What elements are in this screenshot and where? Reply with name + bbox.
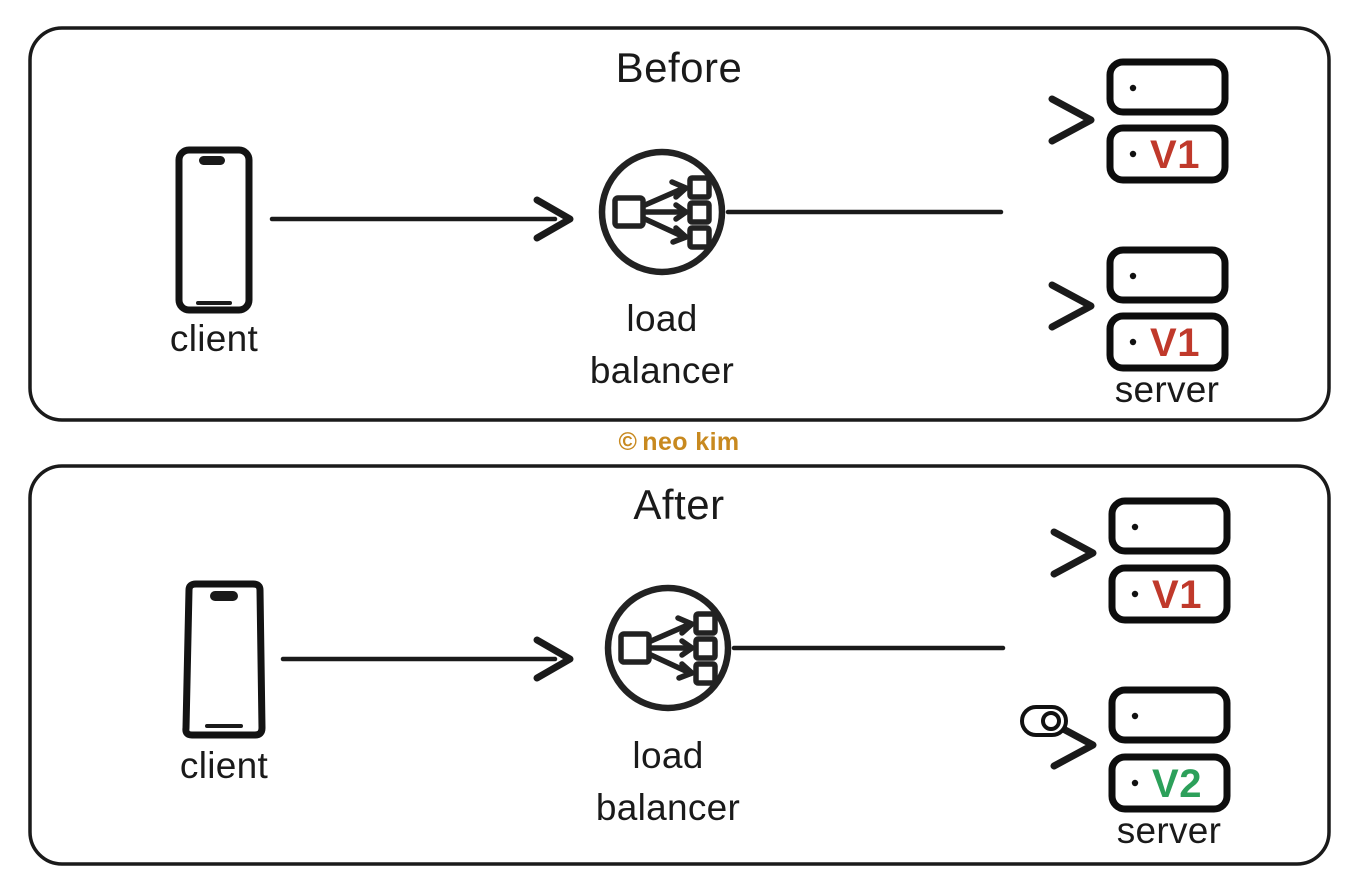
after-client-phone-icon <box>182 580 266 739</box>
before-load-balancer-icon <box>598 148 726 276</box>
before-server-bottom <box>1106 246 1229 372</box>
after-client-label: client <box>179 745 269 786</box>
before-server-top <box>1106 58 1229 184</box>
before-lb-label-line2: balancer <box>589 350 735 391</box>
before-server-bottom-version: V1 <box>1150 321 1200 365</box>
after-lb-label-line2: balancer <box>595 787 741 828</box>
panel-after <box>28 464 1331 866</box>
after-server-bottom <box>1108 686 1231 813</box>
copyright-icon: © <box>618 428 638 456</box>
before-server-top-version: V1 <box>1150 133 1200 177</box>
after-branch-arrowhead-top <box>1050 528 1097 578</box>
after-server-top <box>1108 497 1231 624</box>
after-branch-arrowhead-bottom <box>1050 720 1097 770</box>
after-lb-label-line1: load <box>632 735 704 776</box>
before-client-to-lb-arrow <box>269 196 574 242</box>
before-branch-arrowhead-bottom <box>1048 281 1095 331</box>
before-client-phone-icon <box>175 146 253 314</box>
toggle-switch-icon[interactable] <box>1020 705 1068 737</box>
before-lb-label-line1: load <box>626 298 698 339</box>
before-client-label: client <box>169 318 259 359</box>
panel-before <box>28 26 1331 422</box>
credit-author: neo kim <box>642 428 740 456</box>
after-server-bottom-version: V2 <box>1152 762 1202 806</box>
after-client-to-lb-arrow <box>280 636 574 682</box>
after-load-balancer-icon <box>604 584 732 712</box>
panel-after-title: After <box>633 481 725 528</box>
before-branch-arrowhead-top <box>1048 95 1095 145</box>
before-server-group-label: server <box>1114 369 1220 410</box>
panel-before-title: Before <box>615 44 743 91</box>
after-server-group-label: server <box>1116 810 1222 851</box>
credit-line: ©neo kim <box>618 428 739 457</box>
after-server-top-version: V1 <box>1152 573 1202 617</box>
